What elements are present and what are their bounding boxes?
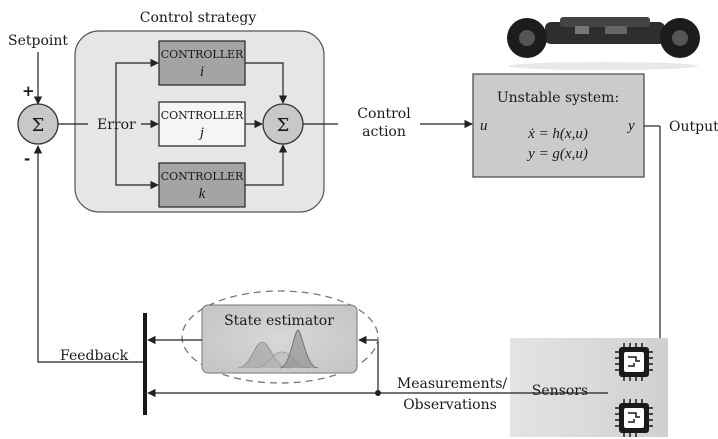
control-action-label-line2: action (362, 124, 406, 140)
chip-icon (615, 343, 653, 381)
control-strategy-title: Control strategy (140, 10, 257, 26)
system-equation-output: y = g(x,u) (526, 146, 588, 162)
controller-i-index: i (200, 64, 204, 80)
unstable-system-block: Unstable system: ẋ = h(x,u) y = g(x,u) (472, 73, 645, 178)
setpoint-label: Setpoint (8, 33, 68, 49)
system-input-u: u (480, 118, 488, 134)
system-equation-state: ẋ = h(x,u) (527, 126, 588, 142)
output-label: Output (669, 119, 718, 135)
controller-i-block: CONTROLLER i (158, 40, 246, 86)
summing-junction-controllers: Σ (262, 103, 304, 145)
feedback-selector-bar (143, 313, 147, 415)
state-estimator-block: State estimator (181, 290, 379, 384)
system-output-y: y (626, 118, 635, 134)
controller-j-block: CONTROLLER j (158, 101, 246, 147)
chip-icon (615, 399, 653, 437)
minus-sign: - (24, 150, 30, 168)
controller-k-name: CONTROLLER (161, 170, 244, 183)
robot-vehicle-image (507, 17, 700, 70)
controller-k-index: k (199, 186, 206, 202)
plus-sign: + (22, 82, 35, 100)
sensors-label: Sensors (532, 383, 588, 399)
controller-k-block: CONTROLLER k (158, 162, 246, 208)
state-estimator-label: State estimator (224, 313, 334, 329)
controller-i-name: CONTROLLER (161, 48, 244, 61)
controller-j-name: CONTROLLER (161, 109, 244, 122)
feedback-label: Feedback (60, 348, 129, 364)
measurements-label-line2: Observations (403, 397, 497, 413)
controller-j-index: j (198, 125, 204, 141)
measurements-label-line1: Measurements/ (397, 376, 508, 392)
sigma-symbol-2: Σ (277, 115, 290, 136)
system-title: Unstable system: (497, 90, 619, 106)
sigma-symbol: Σ (32, 115, 45, 136)
control-action-label-line1: Control (357, 106, 411, 122)
summing-junction-error: Σ (17, 103, 59, 145)
